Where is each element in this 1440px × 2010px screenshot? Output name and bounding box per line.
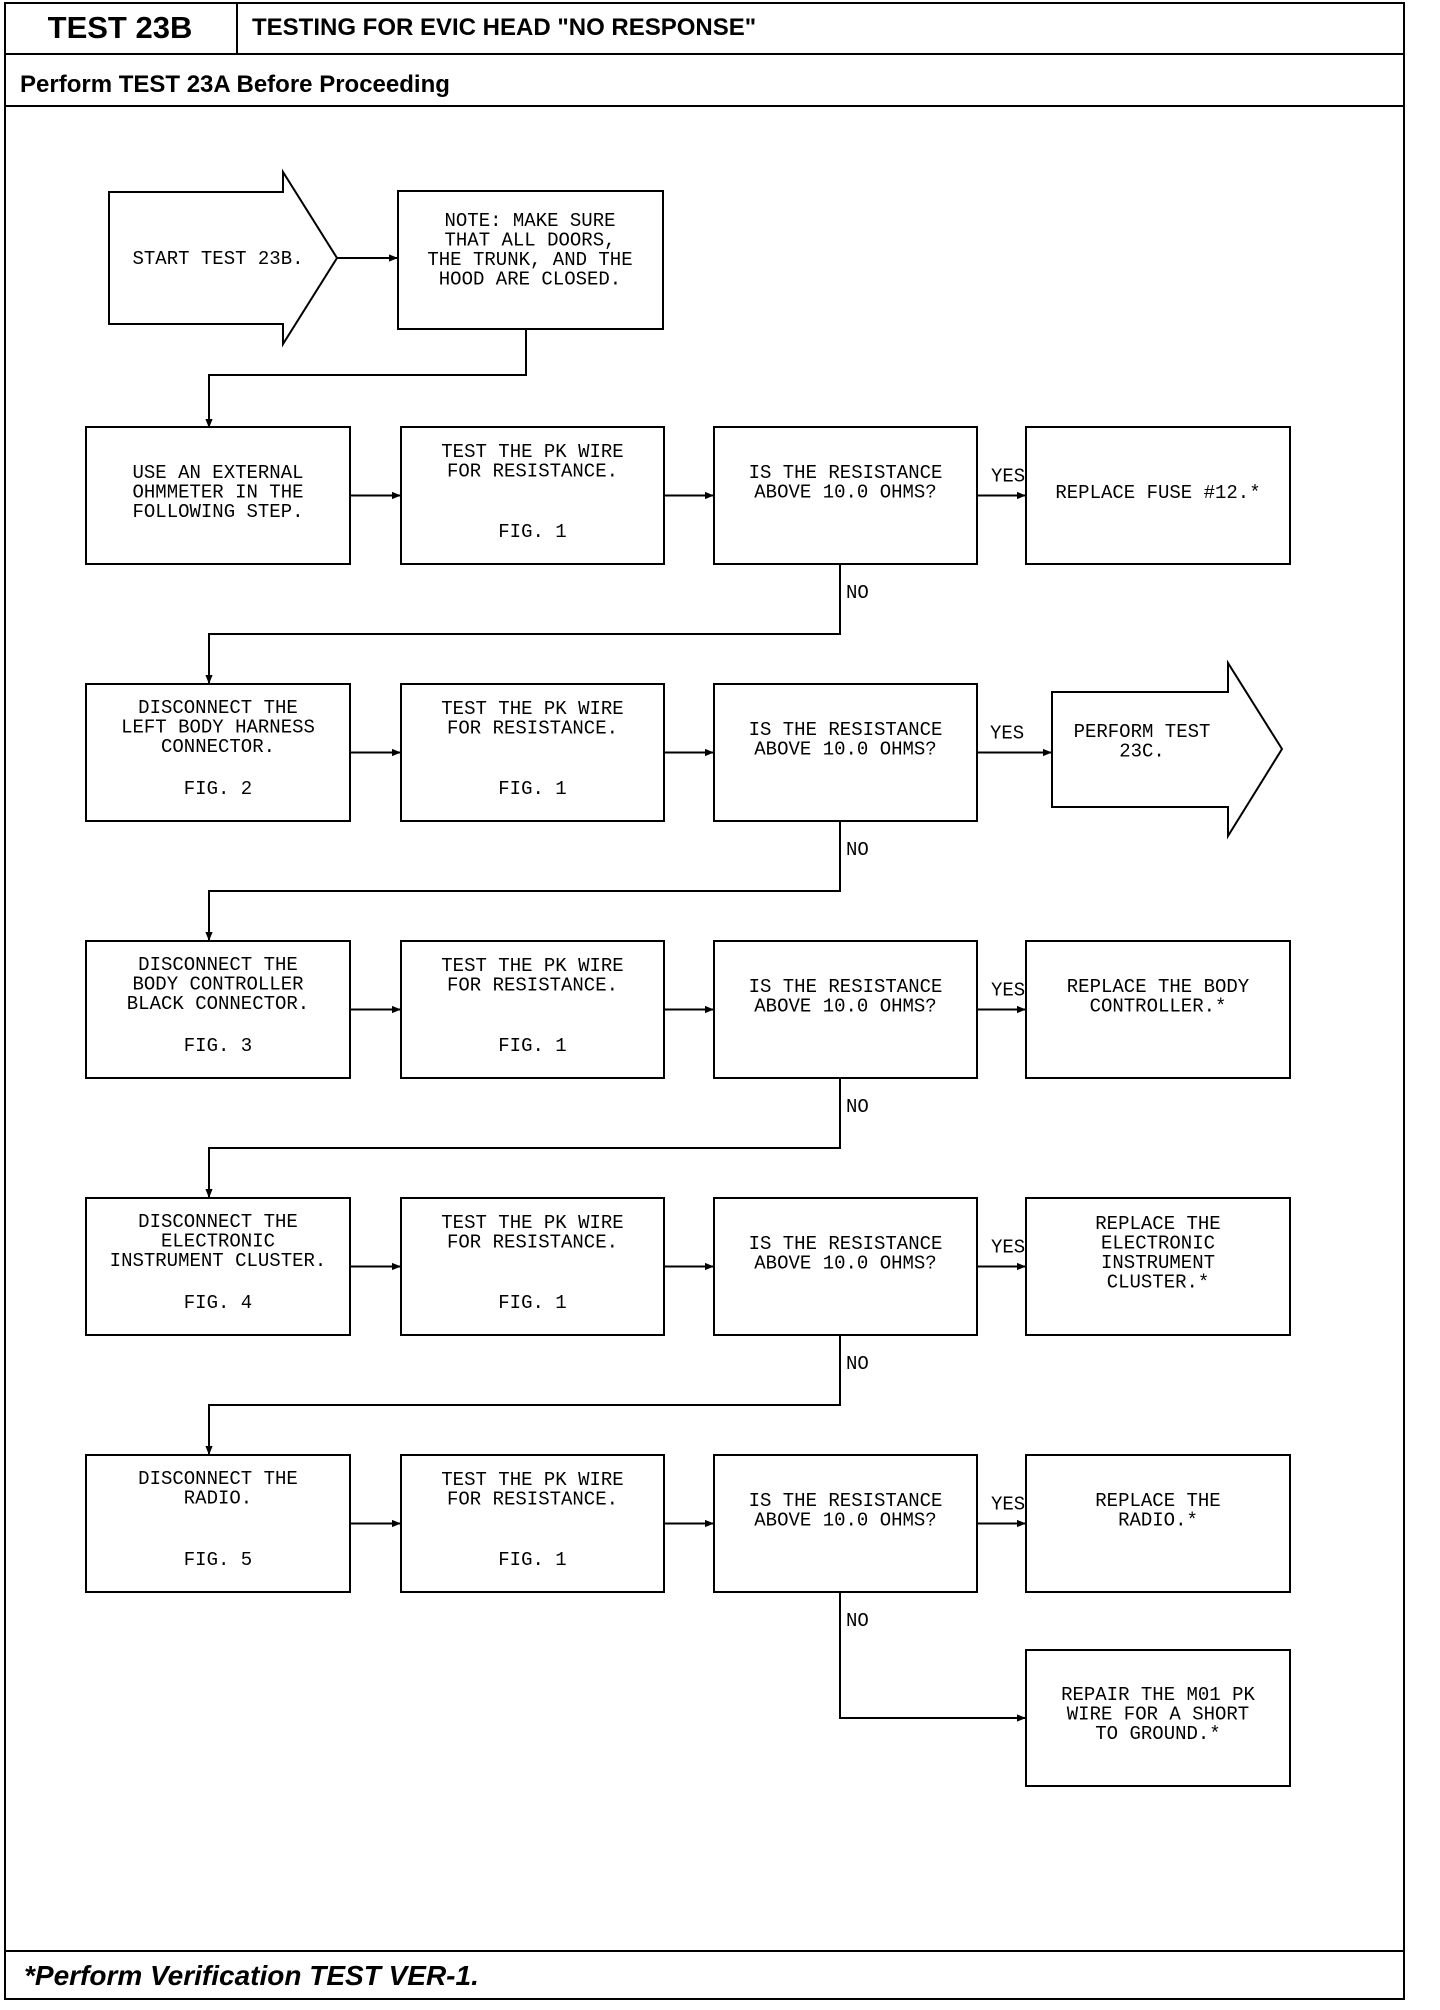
result-box-4 — [1025, 1197, 1291, 1336]
action-fig-2: FIG. 2 — [184, 778, 252, 800]
test-title: TESTING FOR EVIC HEAD "NO RESPONSE" — [252, 13, 757, 41]
test-fig-2: FIG. 1 — [498, 778, 566, 800]
question-box-1 — [713, 426, 978, 565]
action-fig-5: FIG. 5 — [184, 1549, 252, 1571]
question-box-5 — [713, 1454, 978, 1593]
connector-note-row1 — [205, 329, 527, 428]
connector-no-1 — [205, 564, 841, 684]
action-box-3 — [85, 940, 351, 1079]
test-box-5 — [400, 1454, 665, 1593]
page-frame — [4, 2, 1405, 2000]
test-fig-4: FIG. 1 — [498, 1292, 566, 1314]
no-label-5: NO — [846, 1610, 869, 1632]
yes-label-2: YES — [990, 723, 1024, 745]
action-box-4 — [85, 1197, 351, 1336]
action-fig-3: FIG. 3 — [184, 1035, 252, 1057]
connector-no-3 — [205, 1078, 841, 1198]
action-fig-4: FIG. 4 — [184, 1292, 252, 1314]
prerequisite-note: Perform TEST 23A Before Proceeding — [20, 71, 450, 98]
result-arrow-2 — [1051, 659, 1284, 840]
question-box-3 — [713, 940, 978, 1079]
result-box-5 — [1025, 1454, 1291, 1593]
action-box-2 — [85, 683, 351, 822]
connector-no-2 — [205, 821, 841, 941]
connector-no-5 — [839, 1592, 1026, 1722]
question-box-4 — [713, 1197, 978, 1336]
note-box — [397, 190, 664, 330]
final-box — [1025, 1649, 1291, 1787]
test-box-3 — [400, 940, 665, 1079]
test-fig-5: FIG. 1 — [498, 1549, 566, 1571]
test-box-2 — [400, 683, 665, 822]
no-label-1: NO — [846, 582, 869, 604]
footer-divider — [4, 1950, 1405, 1952]
no-label-2: NO — [846, 839, 869, 861]
result-text-1: REPLACE FUSE #12.* — [1055, 482, 1260, 504]
start-arrow — [108, 168, 339, 348]
start-label: START TEST 23B. — [132, 248, 303, 270]
yes-label-3: YES — [991, 980, 1025, 1002]
test-fig-3: FIG. 1 — [498, 1035, 566, 1057]
connector-no-4 — [205, 1335, 841, 1455]
header-divider-2 — [4, 105, 1405, 107]
result-box-3 — [1025, 940, 1291, 1079]
test-id-cell: TEST 23B — [4, 2, 238, 53]
yes-label-4: YES — [991, 1237, 1025, 1259]
no-label-4: NO — [846, 1353, 869, 1375]
test-fig-1: FIG. 1 — [498, 521, 566, 543]
action-box-5 — [85, 1454, 351, 1593]
header-divider-1 — [4, 53, 1405, 55]
yes-label-5: YES — [991, 1494, 1025, 1516]
no-label-3: NO — [846, 1096, 869, 1118]
verification-footer: *Perform Verification TEST VER-1. — [24, 1960, 479, 1991]
action-box-1 — [85, 426, 351, 565]
yes-label-1: YES — [991, 466, 1025, 488]
